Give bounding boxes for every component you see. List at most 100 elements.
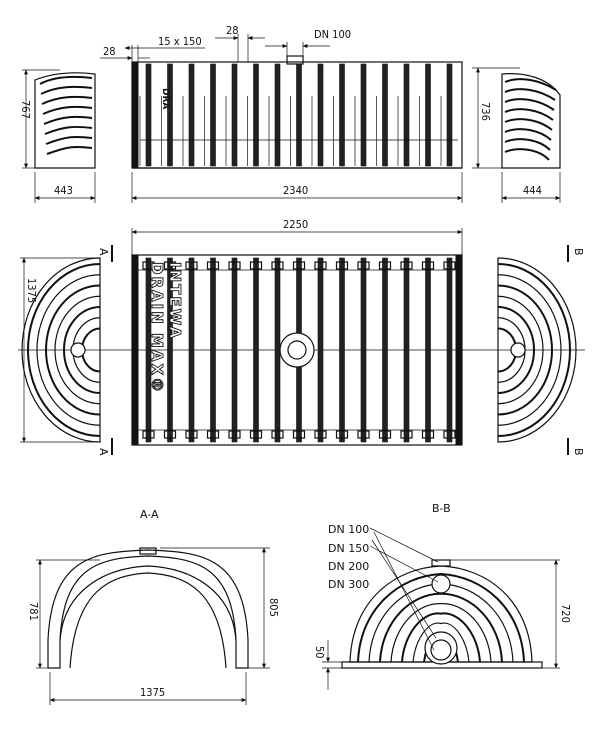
section-aa: A-A [47, 508, 249, 669]
side-rib [296, 63, 302, 167]
plan-rib [403, 257, 410, 443]
brand-intewa: INTEWA [166, 262, 184, 340]
side-rib [210, 63, 216, 167]
plan-rib-cap [400, 430, 413, 439]
side-rib [188, 63, 195, 167]
svg-text:DRA: DRA [160, 88, 170, 109]
top-right-rib [504, 78, 557, 91]
plan-left-rib [54, 295, 101, 405]
plan-rib-cap [228, 261, 241, 270]
top-left-rib [40, 85, 93, 95]
dim-label-444: 444 [523, 184, 542, 197]
plan-rib-cap [314, 430, 327, 439]
top-right-rib [504, 88, 556, 101]
plan-rib [317, 257, 324, 443]
plan-rib-cap [185, 430, 198, 439]
plan-right-rib [497, 284, 553, 416]
top-right-rib [504, 118, 553, 131]
dim-1375-plan: 1375 [20, 257, 100, 443]
plan-rib-cap [249, 430, 263, 439]
plan-rib-cap [292, 430, 306, 439]
top-right-rib [504, 98, 555, 111]
side-rib [145, 63, 152, 167]
plan-left-rib [36, 274, 101, 426]
plan-rib-cap [378, 261, 392, 270]
plan-rib [167, 257, 173, 443]
dim-736: 736 [472, 67, 520, 169]
dim-443: 443 [34, 172, 96, 203]
top-left-rib [41, 95, 93, 105]
plan-rib-cap [185, 261, 198, 270]
section-marker-a: A A [97, 245, 113, 456]
side-rib [231, 63, 238, 167]
plan-rib-cap [443, 261, 456, 270]
plan-rib-cap [271, 430, 284, 439]
dim-767: 767 [19, 69, 60, 169]
section-aa-title: A-A [140, 508, 159, 521]
plan-left-rib [45, 284, 101, 416]
brand-drainmax: DRAIN MAX® [148, 262, 166, 394]
section-bb-rib [401, 612, 481, 663]
dim-label-720: 720 [559, 604, 572, 623]
dim-720: 720 [450, 559, 572, 669]
dim-444: 444 [501, 172, 561, 203]
side-rib [360, 63, 367, 167]
plan-rib-cap [357, 430, 370, 439]
plan-rib [446, 257, 453, 443]
plan-right-rib [497, 306, 535, 394]
plan-rib-cap [443, 430, 456, 439]
dim-label-dn100-top: DN 100 [314, 28, 351, 41]
top-right-rib [504, 108, 554, 121]
section-a-bottom-label: A [97, 448, 110, 456]
plan-rib [253, 257, 259, 443]
plan-right-rib [497, 274, 562, 426]
plan-rib [145, 257, 152, 443]
dim-label-28-left: 28 [103, 45, 116, 58]
plan-rib [231, 257, 238, 443]
top-left-rib [44, 125, 93, 135]
dim-label-1375-aa: 1375 [140, 686, 165, 699]
top-left-rib [45, 135, 93, 145]
plan-rib-cap [206, 430, 220, 439]
plan-rib [188, 257, 195, 443]
side-rib [403, 63, 410, 167]
plan-rib-cap [421, 261, 435, 270]
plan-right-rib [497, 263, 571, 437]
pipe-label-dn200: DN 200 [328, 560, 369, 573]
dim-label-50: 50 [313, 646, 326, 659]
plan-rib-cap [163, 261, 177, 270]
top-right-rib [504, 128, 552, 141]
plan-rib-cap [142, 430, 155, 439]
plan-rib [274, 257, 281, 443]
plan-rib [425, 257, 431, 443]
section-bb: B-B [341, 502, 543, 669]
plan-rib [360, 257, 367, 443]
top-side-view: DRA [131, 55, 463, 169]
dim-dn100-top: DN 100 [265, 28, 351, 58]
section-marker-b: B B [567, 245, 585, 456]
plan-view: INTEWA DRAIN MAX® [131, 254, 463, 446]
side-rib [425, 63, 431, 167]
dim-label-2250: 2250 [283, 218, 308, 231]
section-bb-rib [412, 622, 470, 663]
plan-rib [210, 257, 216, 443]
dim-label-2340: 2340 [283, 184, 308, 197]
plan-left-rib [27, 263, 101, 437]
plan-rib-cap [400, 261, 413, 270]
dim-28-mid: 28 [215, 24, 265, 62]
plan-rib-cap [335, 430, 349, 439]
plan-left-rib [63, 306, 101, 394]
pipe-label-dn150: DN 150 [328, 542, 369, 555]
side-rib [382, 63, 388, 167]
plan-rib [339, 257, 345, 443]
plan-rib-cap [421, 430, 435, 439]
dim-28-left: 28 [100, 45, 150, 62]
plan-rib-cap [206, 261, 220, 270]
section-bb-rib [379, 592, 503, 663]
dim-2250: 2250 [131, 218, 463, 255]
top-left-rib [43, 115, 93, 125]
plan-rib-cap [292, 261, 306, 270]
side-rib [253, 63, 259, 167]
dim-label-443: 443 [54, 184, 73, 197]
